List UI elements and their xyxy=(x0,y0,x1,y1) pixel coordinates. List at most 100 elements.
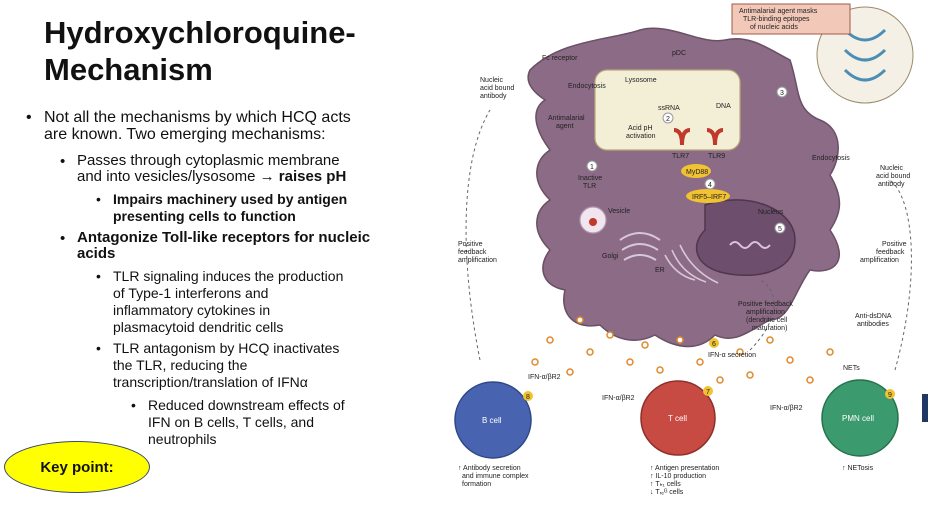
t-cell xyxy=(640,380,716,456)
key-point-callout: Key point: xyxy=(4,441,150,493)
inactive-tlr-line-1: Inactive xyxy=(578,175,602,182)
vesicle-label: Vesicle xyxy=(608,208,630,215)
positive-right-line-2: feedback xyxy=(876,249,905,256)
irf-label: IRF5–IRF7 xyxy=(692,194,726,201)
bullet-dot: • xyxy=(26,109,32,126)
irf5-irf7-complex xyxy=(686,189,730,203)
hcq-mechanism-figure: Antimalarial agent masks TLR-binding epi… xyxy=(454,3,914,496)
positive-center-line-2: amplification xyxy=(746,309,785,316)
tlr9-label: TLR9 xyxy=(708,153,725,160)
bullet-dot: • xyxy=(96,191,101,207)
step-6: 6 xyxy=(712,341,716,348)
bullet-1-line-1: Not all the mechanisms by which HCQ acts xyxy=(44,109,351,126)
callout-box xyxy=(731,3,851,35)
positive-right-line-3: amplification xyxy=(860,257,899,264)
inactive-tlr-line-2: TLR xyxy=(583,183,596,190)
ifn-secretion-label: IFN-α secretion xyxy=(708,352,756,359)
bullet-7-line-1: Reduced downstream effects of xyxy=(148,397,345,413)
bullet-4-line-2: acids xyxy=(77,245,116,262)
anti-dsdna-line-2: antibodies xyxy=(857,321,889,328)
bullet-5-line-1: TLR signaling induces the production xyxy=(113,268,344,284)
dna-label: DNA xyxy=(716,103,731,110)
positive-right-line-1: Positive xyxy=(882,241,907,248)
ifn-receptor-pmn-label: IFN-α/βR2 xyxy=(770,405,803,412)
nets-label: NETs xyxy=(843,365,860,372)
tlr9-receptor-icon xyxy=(706,128,724,146)
bullet-2-text: and into vesicles/lysosome xyxy=(77,168,256,185)
title-line-1: Hydroxychloroquine- xyxy=(44,15,356,50)
bullet-7-line-3: neutrophils xyxy=(148,431,217,447)
bullet-6: TLR antagonism by HCQ inactivates the TL… xyxy=(113,340,339,391)
tlr7-label: TLR7 xyxy=(672,153,689,160)
golgi-label: Golgi xyxy=(602,253,619,260)
bullet-5: TLR signaling induces the production of … xyxy=(113,268,343,336)
ssrna-label: ssRNA xyxy=(658,105,680,112)
pdc-label: pDC xyxy=(672,50,686,57)
title-line-2: Mechanism xyxy=(44,52,213,87)
pmn-cell-label: PMN cell xyxy=(842,414,874,423)
nucleic-label-line-1: Nucleic xyxy=(480,77,503,84)
positive-center-line-3: (dendritic cell xyxy=(746,317,788,324)
bullet-4: Antagonize Toll-like receptors for nucle… xyxy=(77,230,370,262)
endocytosis-right-label: Endocytosis xyxy=(812,155,850,162)
tlr7-receptor-icon xyxy=(673,128,691,146)
bullet-dot: • xyxy=(60,230,66,247)
b-cell-outcome-line-3: formation xyxy=(462,481,491,488)
bullet-6-line-1: TLR antagonism by HCQ inactivates xyxy=(113,340,340,356)
arrow-icon: → xyxy=(259,168,275,185)
fc-receptor-label: Fc receptor xyxy=(542,55,578,62)
myd88-adaptor xyxy=(681,164,711,178)
t-cell-outcome-line-3: ↑ Tₕ₁ cells xyxy=(650,481,681,488)
t-cell-label: T cell xyxy=(668,414,687,423)
t-cell-outcome-line-2: ↑ IL-10 production xyxy=(650,473,706,480)
ifn-receptor-t-label: IFN-α/βR2 xyxy=(602,395,635,402)
step-5: 5 xyxy=(778,226,782,233)
feedback-arrow-left xyxy=(465,109,491,361)
lysosome xyxy=(594,69,741,151)
golgi-apparatus xyxy=(619,232,661,261)
antimalarial-label-line-1: Antimalarial xyxy=(548,115,585,122)
t-cell-outcome-line-4: ↓ Tᵣₑᴳ cells xyxy=(650,489,684,496)
bullet-3-line-2: presenting cells to function xyxy=(113,208,296,224)
bullet-1-line-2: are known. Two emerging mechanisms: xyxy=(44,126,326,143)
feedback-arrow-right xyxy=(889,179,912,371)
bullet-dot: • xyxy=(96,340,101,356)
antimalarial-label-line-2: agent xyxy=(556,123,574,130)
step-8: 8 xyxy=(526,394,530,401)
bullet-2-line-2: and into vesicles/lysosome → raises pH xyxy=(77,169,346,185)
bullet-7-line-2: IFN on B cells, T cells, and xyxy=(148,414,314,430)
step-7: 7 xyxy=(706,389,710,396)
acid-ph-label-line-2: activation xyxy=(626,133,656,140)
step-4: 4 xyxy=(708,182,712,189)
bullet-7: Reduced downstream effects of IFN on B c… xyxy=(148,397,345,448)
nucleus xyxy=(695,199,796,277)
endocytosis-label: Endocytosis xyxy=(568,83,606,90)
slide-edge-marker xyxy=(922,394,928,422)
pmn-cell xyxy=(821,379,899,457)
bullet-3: Impairs machinery used by antigen presen… xyxy=(113,191,347,225)
antimalarial-agent-icon xyxy=(589,218,597,226)
nucleic-label-line-2: acid bound xyxy=(480,85,514,92)
step-9: 9 xyxy=(888,392,892,399)
nucleic-label-line-3: antibody xyxy=(480,93,507,100)
myd88-label: MyD88 xyxy=(686,169,708,176)
b-cell-label: B cell xyxy=(482,416,502,425)
positive-left-line-3: amplification xyxy=(458,257,497,264)
bullet-dot: • xyxy=(60,153,66,170)
dna-strand-icon xyxy=(729,241,771,249)
callout-line-3: of nucleic acids xyxy=(750,24,798,31)
step-3: 3 xyxy=(780,90,784,97)
bullet-2: Passes through cytoplasmic membrane and … xyxy=(77,153,346,185)
positive-center-line-1: Positive feedback xyxy=(738,301,793,308)
endoplasmic-reticulum xyxy=(664,244,719,284)
b-cell xyxy=(454,381,532,459)
er-label: ER xyxy=(655,267,665,274)
positive-left-line-2: feedback xyxy=(458,249,487,256)
nucleic-right-line-3: antibody xyxy=(878,181,905,188)
ifn-alpha-dots xyxy=(531,316,834,384)
nucleic-right-line-1: Nucleic xyxy=(880,165,903,172)
positive-center-line-4: maturation) xyxy=(752,325,787,332)
acid-ph-label-line-1: Acid pH xyxy=(628,125,653,132)
t-cell-outcome-line-1: ↑ Antigen presentation xyxy=(650,465,719,472)
ifn-receptor-b-label: IFN-α/βR2 xyxy=(528,374,561,381)
